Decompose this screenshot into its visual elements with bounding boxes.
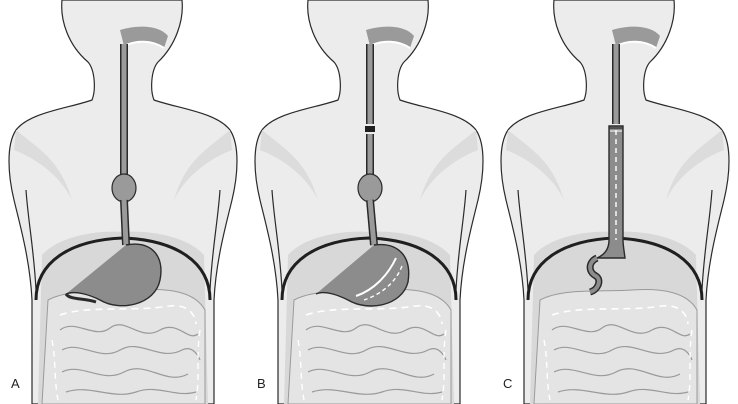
resection-gap-b xyxy=(365,126,375,132)
panel-label-b: B xyxy=(257,376,266,391)
panel-label-c: C xyxy=(503,376,512,391)
panel-label-a: A xyxy=(11,376,20,391)
esophageal-bulge-b xyxy=(358,174,382,202)
panel-b: B xyxy=(255,0,483,404)
panel-c: C xyxy=(501,0,729,404)
panel-a: A xyxy=(9,0,237,404)
esophageal-bulge-a xyxy=(112,174,136,202)
